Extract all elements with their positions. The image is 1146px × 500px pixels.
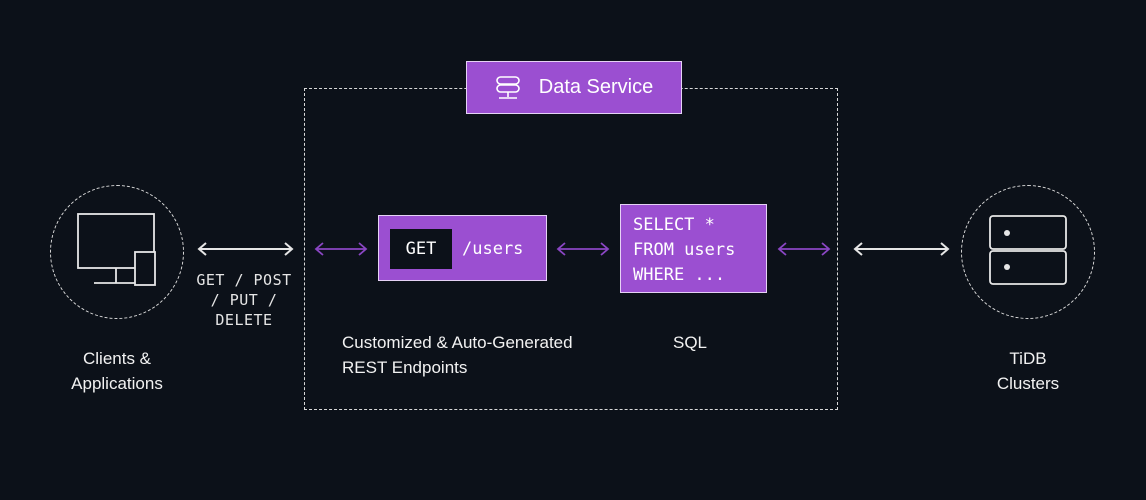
http-method-tag: GET	[390, 229, 452, 269]
sql-query-box: SELECT * FROM users WHERE ...	[620, 204, 767, 293]
client-service-arrow	[197, 242, 294, 256]
endpoint-path: /users	[462, 239, 524, 259]
tidb-node	[961, 185, 1095, 319]
http-methods-label: GET / POST / PUT / DELETE	[196, 271, 292, 329]
database-server-icon	[988, 214, 1067, 285]
data-service-header: Data Service	[466, 61, 682, 114]
rest-endpoint-box: GET /users	[378, 215, 547, 281]
data-service-title: Data Service	[538, 76, 654, 98]
sql-caption: SQL	[673, 333, 708, 352]
clients-node	[50, 185, 184, 319]
clients-label: Clients & Applications	[71, 349, 163, 393]
sql-line: FROM users	[633, 240, 736, 260]
endpoint-sql-arrow	[556, 242, 610, 256]
monitor-and-phone-icon	[76, 212, 156, 286]
service-tidb-arrow	[853, 242, 950, 256]
tidb-label: TiDB Clusters	[996, 349, 1060, 393]
endpoint-caption: Customized & Auto-Generated REST Endpoin…	[342, 333, 573, 377]
sql-service-arrow	[777, 242, 831, 256]
server-stack-icon	[495, 75, 520, 99]
service-endpoint-arrow	[314, 242, 368, 256]
sql-line: WHERE ...	[633, 265, 726, 285]
sql-line: SELECT *	[633, 215, 715, 235]
